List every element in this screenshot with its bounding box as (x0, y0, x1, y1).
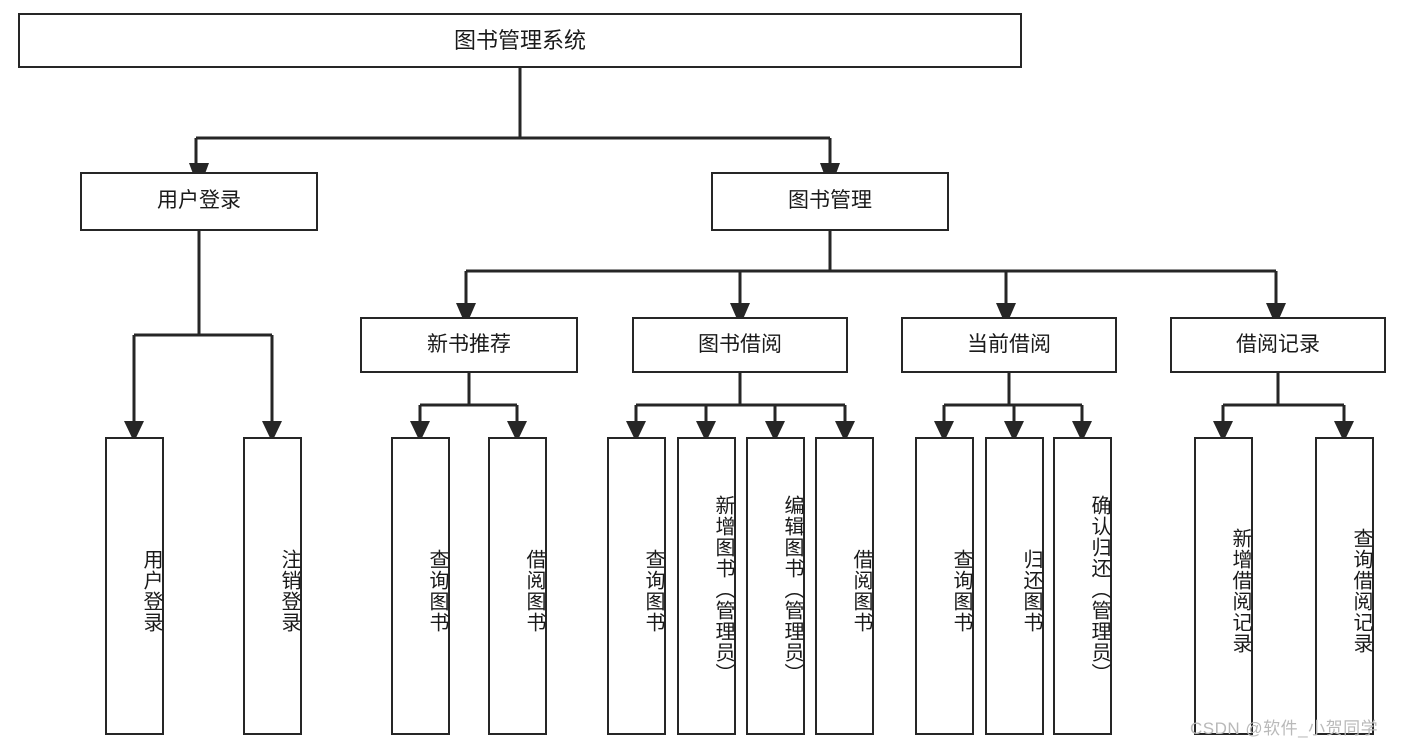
node-label: 图书借阅 (698, 332, 782, 356)
node-label: 新增图书（管理员） (712, 494, 734, 684)
leaf-book-borrow-borrow[interactable]: 借阅图书 (815, 437, 874, 735)
node-label: 图书管理 (788, 189, 872, 213)
leaf-book-borrow-query[interactable]: 查询图书 (607, 437, 666, 735)
leaf-user-login-logout[interactable]: 注销登录 (243, 437, 302, 735)
node-book-borrow[interactable]: 图书借阅 (632, 317, 848, 373)
node-label: 查询图书 (426, 549, 448, 633)
node-label: 注销登录 (278, 549, 300, 633)
leaf-current-borrow-confirm-return[interactable]: 确认归还（管理员） (1053, 437, 1112, 735)
node-label: 归还图书 (1020, 549, 1042, 633)
node-label: 图书管理系统 (453, 27, 586, 53)
node-label: 查询图书 (642, 549, 664, 633)
leaf-new-book-query[interactable]: 查询图书 (391, 437, 450, 735)
node-label: 编辑图书（管理员） (781, 494, 803, 684)
node-label: 新增借阅记录 (1229, 528, 1251, 654)
leaf-borrow-record-query[interactable]: 查询借阅记录 (1315, 437, 1374, 735)
leaf-user-login-login[interactable]: 用户登录 (105, 437, 164, 735)
csdn-watermark: CSDN @软件_小贺同学 (1190, 719, 1379, 738)
node-root-system[interactable]: 图书管理系统 (18, 13, 1022, 68)
leaf-borrow-record-add[interactable]: 新增借阅记录 (1194, 437, 1253, 735)
node-label: 确认归还（管理员） (1088, 494, 1110, 684)
node-new-book-recommend[interactable]: 新书推荐 (360, 317, 578, 373)
node-label: 借阅记录 (1236, 332, 1320, 356)
node-label: 用户登录 (157, 189, 241, 213)
node-label: 当前借阅 (967, 332, 1051, 356)
node-current-borrow[interactable]: 当前借阅 (901, 317, 1117, 373)
node-borrow-record[interactable]: 借阅记录 (1170, 317, 1386, 373)
node-label: 查询借阅记录 (1350, 528, 1372, 654)
node-label: 用户登录 (140, 549, 162, 633)
node-label: 新书推荐 (427, 332, 511, 356)
leaf-book-borrow-edit[interactable]: 编辑图书（管理员） (746, 437, 805, 735)
node-book-management[interactable]: 图书管理 (711, 172, 949, 231)
leaf-new-book-borrow[interactable]: 借阅图书 (488, 437, 547, 735)
node-user-login[interactable]: 用户登录 (80, 172, 318, 231)
node-label: 借阅图书 (850, 549, 872, 633)
leaf-current-borrow-return[interactable]: 归还图书 (985, 437, 1044, 735)
leaf-book-borrow-add[interactable]: 新增图书（管理员） (677, 437, 736, 735)
leaf-current-borrow-query[interactable]: 查询图书 (915, 437, 974, 735)
node-label: 借阅图书 (523, 549, 545, 633)
node-label: 查询图书 (950, 549, 972, 633)
